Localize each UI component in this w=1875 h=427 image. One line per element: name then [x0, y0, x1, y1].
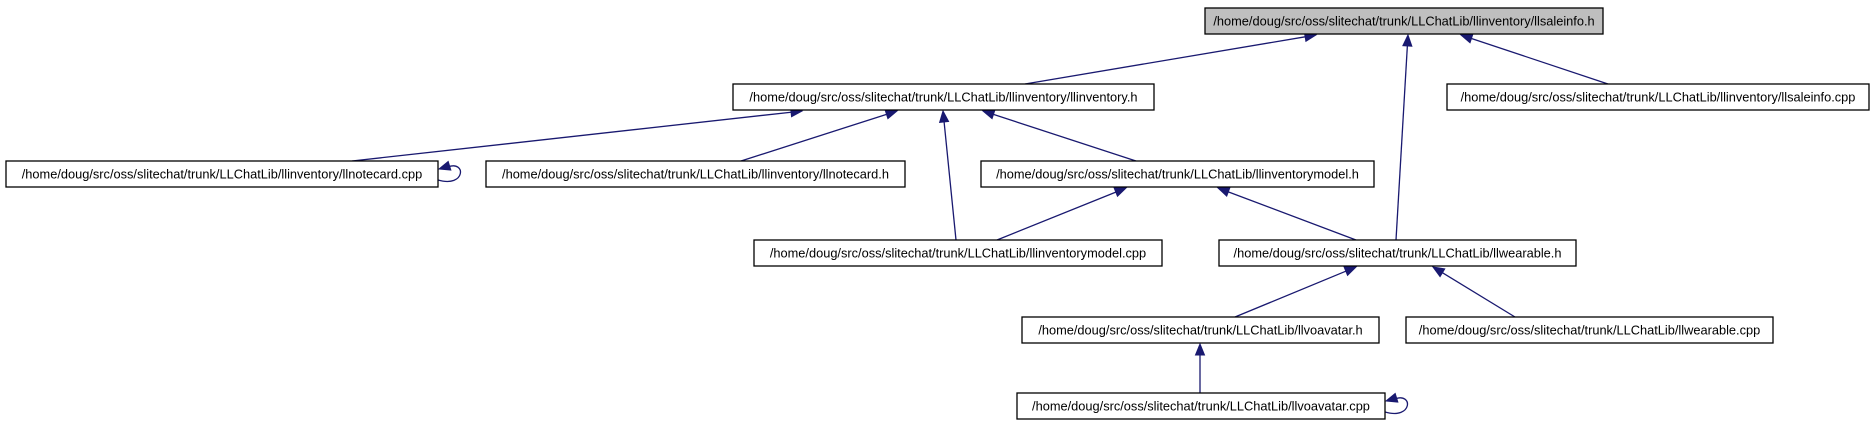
- node-label-llinventorymodel_cpp: /home/doug/src/oss/slitechat/trunk/LLCha…: [770, 246, 1146, 261]
- arrowhead-llinventorymodel_h-to-llinventory_h: [981, 109, 996, 120]
- node-label-llwearable_cpp: /home/doug/src/oss/slitechat/trunk/LLCha…: [1419, 323, 1760, 338]
- self-edge-llnotecard_cpp: [437, 165, 462, 183]
- node-label-llwearable_h: /home/doug/src/oss/slitechat/trunk/LLCha…: [1234, 246, 1562, 261]
- node-box-llinventorymodel_h: [980, 160, 1375, 188]
- node-llinventorymodel_h[interactable]: /home/doug/src/oss/slitechat/trunk/LLCha…: [980, 160, 1375, 188]
- node-label-llvoavatar_h: /home/doug/src/oss/slitechat/trunk/LLCha…: [1038, 323, 1362, 338]
- node-label-llinventorymodel_h: /home/doug/src/oss/slitechat/trunk/LLCha…: [996, 167, 1359, 182]
- node-llinventorymodel_cpp[interactable]: /home/doug/src/oss/slitechat/trunk/LLCha…: [753, 239, 1163, 267]
- node-box-llinventorymodel_cpp: [753, 239, 1163, 267]
- arrowhead-llnotecard_cpp-self: [437, 160, 452, 171]
- node-box-llnotecard_h: [485, 160, 906, 188]
- node-llinventory_h[interactable]: /home/doug/src/oss/slitechat/trunk/LLCha…: [732, 83, 1155, 111]
- node-box-llvoavatar_cpp: [1016, 392, 1386, 420]
- edge-llinventory_h-to-llsaleinfo_h: [1024, 36, 1306, 85]
- edge-llwearable_h-to-llinventorymodel_h: [1228, 191, 1357, 241]
- arrowhead-llwearable_h-to-llsaleinfo_h: [1402, 33, 1413, 47]
- node-label-llvoavatar_cpp: /home/doug/src/oss/slitechat/trunk/LLCha…: [1032, 399, 1370, 414]
- self-edge-llvoavatar_cpp: [1384, 397, 1409, 415]
- arrowhead-llwearable_h-to-llinventorymodel_h: [1216, 187, 1231, 197]
- edge-llsaleinfo_cpp-to-llsaleinfo_h: [1471, 37, 1609, 85]
- arrowhead-llvoavatar_cpp-to-llvoavatar_h: [1194, 342, 1206, 356]
- node-box-llinventory_h: [732, 83, 1155, 111]
- node-label-llinventory_h: /home/doug/src/oss/slitechat/trunk/LLCha…: [749, 90, 1137, 105]
- arrowhead-llvoavatar_h-to-llwearable_h: [1343, 266, 1358, 277]
- node-llwearable_cpp[interactable]: /home/doug/src/oss/slitechat/trunk/LLCha…: [1405, 316, 1774, 344]
- node-label-llsaleinfo_h: /home/doug/src/oss/slitechat/trunk/LLCha…: [1213, 14, 1594, 29]
- arrowhead-llinventorymodel_cpp-to-llinventory_h: [938, 109, 950, 123]
- arrowhead-llvoavatar_cpp-self: [1384, 392, 1399, 403]
- arrowhead-llnotecard_h-to-llinventory_h: [884, 109, 899, 120]
- arrowhead-llwearable_cpp-to-llwearable_h: [1431, 266, 1446, 278]
- edge-llnotecard_cpp-to-llinventory_h: [351, 111, 792, 162]
- node-layer: /home/doug/src/oss/slitechat/trunk/LLCha…: [5, 7, 1870, 420]
- node-box-llnotecard_cpp: [5, 160, 439, 188]
- arrowhead-llsaleinfo_cpp-to-llsaleinfo_h: [1459, 33, 1474, 44]
- node-box-llsaleinfo_cpp: [1446, 83, 1870, 111]
- edge-llwearable_h-to-llsaleinfo_h: [1395, 45, 1409, 241]
- node-box-llwearable_cpp: [1405, 316, 1774, 344]
- node-label-llnotecard_h: /home/doug/src/oss/slitechat/trunk/LLCha…: [502, 167, 889, 182]
- edge-llinventorymodel_cpp-to-llinventorymodel_h: [996, 191, 1117, 241]
- node-llvoavatar_h[interactable]: /home/doug/src/oss/slitechat/trunk/LLCha…: [1021, 316, 1380, 344]
- node-llwearable_h[interactable]: /home/doug/src/oss/slitechat/trunk/LLCha…: [1218, 239, 1577, 267]
- arrowhead-llinventorymodel_cpp-to-llinventorymodel_h: [1113, 187, 1128, 198]
- node-llsaleinfo_h[interactable]: /home/doug/src/oss/slitechat/trunk/LLCha…: [1204, 7, 1604, 35]
- edge-llnotecard_h-to-llinventory_h: [740, 113, 887, 162]
- edge-llinventorymodel_cpp-to-llinventory_h: [943, 121, 957, 241]
- node-box-llsaleinfo_h: [1204, 7, 1604, 35]
- node-llnotecard_cpp[interactable]: /home/doug/src/oss/slitechat/trunk/LLCha…: [5, 160, 439, 188]
- node-box-llvoavatar_h: [1021, 316, 1380, 344]
- edge-llinventorymodel_h-to-llinventory_h: [993, 113, 1137, 162]
- node-label-llsaleinfo_cpp: /home/doug/src/oss/slitechat/trunk/LLCha…: [1461, 90, 1856, 105]
- node-label-llnotecard_cpp: /home/doug/src/oss/slitechat/trunk/LLCha…: [22, 167, 422, 182]
- node-llsaleinfo_cpp[interactable]: /home/doug/src/oss/slitechat/trunk/LLCha…: [1446, 83, 1870, 111]
- node-llnotecard_h[interactable]: /home/doug/src/oss/slitechat/trunk/LLCha…: [485, 160, 906, 188]
- edge-llwearable_cpp-to-llwearable_h: [1442, 272, 1516, 318]
- node-llvoavatar_cpp[interactable]: /home/doug/src/oss/slitechat/trunk/LLCha…: [1016, 392, 1386, 420]
- node-box-llwearable_h: [1218, 239, 1577, 267]
- edge-llvoavatar_h-to-llwearable_h: [1234, 270, 1347, 318]
